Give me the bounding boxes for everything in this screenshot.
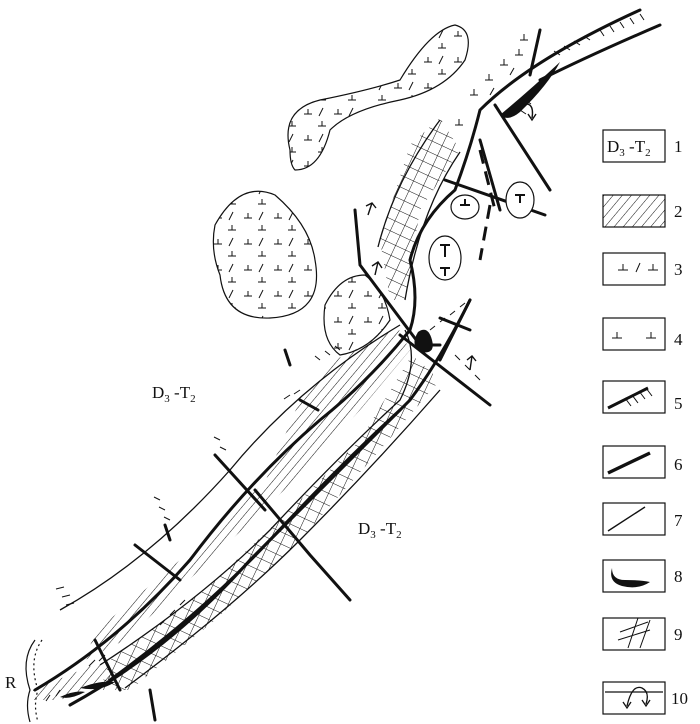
legend-number-9: 9 xyxy=(674,625,683,644)
legend-item-8: 8 xyxy=(602,559,683,593)
legend-item-1: D3 -T2 1 xyxy=(602,129,683,163)
legend-item-4: 4 xyxy=(602,317,683,351)
legend-number-3: 3 xyxy=(674,260,683,279)
fault-ticks xyxy=(45,13,645,702)
legend: D3 -T2 1 2 3 4 5 6 xyxy=(602,129,688,715)
legend-number-7: 7 xyxy=(674,511,683,530)
legend-item-9: 9 xyxy=(602,617,683,651)
legend-number-8: 8 xyxy=(674,567,683,586)
legend-number-10: 10 xyxy=(671,689,688,708)
legend-number-5: 5 xyxy=(674,394,683,413)
black-lens-bodies xyxy=(60,62,560,698)
legend-item-6: 6 xyxy=(602,445,683,479)
legend-item-7: 7 xyxy=(602,502,683,536)
legend-item-10: 10 xyxy=(602,681,688,715)
legend-item-3: 3 xyxy=(602,252,683,286)
hatched-band-unit xyxy=(33,328,410,700)
scattered-ticks xyxy=(455,34,528,126)
river-label: R xyxy=(5,673,17,692)
fold-arrows xyxy=(365,103,537,371)
legend-unit-text: D3 -T2 xyxy=(607,137,651,159)
legend-number-1: 1 xyxy=(674,137,683,156)
dashed-faults xyxy=(478,149,497,261)
legend-number-6: 6 xyxy=(674,455,683,474)
crosshatch-band-unit xyxy=(100,118,460,690)
unit-label-se: D3 -T2 xyxy=(358,519,402,541)
legend-number-4: 4 xyxy=(674,330,683,349)
unit-label-nw: D3 -T2 xyxy=(152,383,196,405)
main-faults xyxy=(33,8,662,722)
legend-item-5: 5 xyxy=(602,380,683,414)
legend-number-2: 2 xyxy=(674,202,683,221)
legend-item-2: 2 xyxy=(602,194,683,228)
river xyxy=(25,639,43,723)
outcrop-bodies xyxy=(212,24,535,356)
